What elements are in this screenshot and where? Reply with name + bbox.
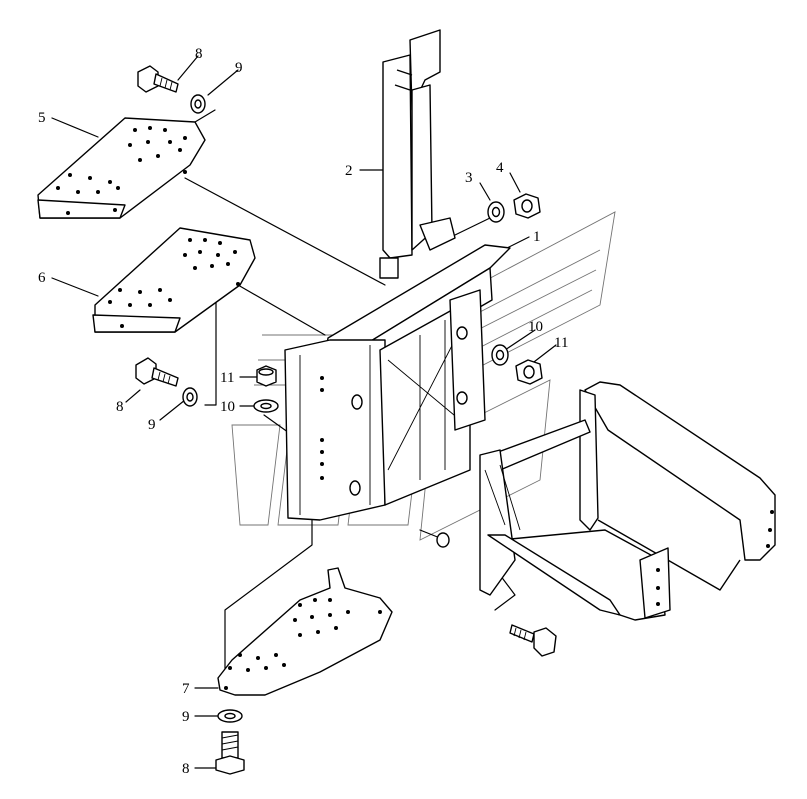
callout-10-right: 10 xyxy=(528,319,543,335)
main-frame xyxy=(284,217,511,521)
callout-10-left: 10 xyxy=(220,399,235,415)
washer-part-3 xyxy=(487,201,505,223)
guard-rail-frame xyxy=(436,381,776,621)
step-plate-lower xyxy=(217,567,393,696)
callout-8-lower: 8 xyxy=(182,761,190,777)
washer-left xyxy=(253,399,279,413)
callout-9-middle: 9 xyxy=(148,417,156,433)
bolt-upper xyxy=(137,65,179,93)
washer-right xyxy=(491,344,509,366)
callout-1: 1 xyxy=(533,229,541,245)
callout-labels: 1 2 3 4 5 6 7 8 8 8 9 9 9 10 10 11 11 xyxy=(38,46,568,777)
callout-5: 5 xyxy=(38,110,46,126)
callout-6: 6 xyxy=(38,270,46,286)
washer-middle xyxy=(182,387,198,407)
callout-11-right: 11 xyxy=(554,335,568,351)
step-plate-upper xyxy=(37,117,206,219)
nut-part-4 xyxy=(513,193,541,219)
washer-upper xyxy=(190,94,206,114)
nut-right xyxy=(515,359,543,385)
callout-4: 4 xyxy=(496,160,504,176)
bolt-right xyxy=(509,624,557,657)
washer-lower xyxy=(217,709,243,723)
callout-8-middle: 8 xyxy=(116,399,124,415)
callout-7: 7 xyxy=(182,681,190,697)
callout-9-lower: 9 xyxy=(182,709,190,725)
callout-8-upper: 8 xyxy=(195,46,203,62)
callout-11-left: 11 xyxy=(220,370,234,386)
callout-2: 2 xyxy=(345,163,353,179)
nut-left xyxy=(256,365,277,387)
callout-9-upper: 9 xyxy=(235,60,243,76)
vertical-support-bracket xyxy=(379,29,441,279)
callout-3: 3 xyxy=(465,170,473,186)
step-plate-middle xyxy=(92,227,256,333)
bolt-lower xyxy=(215,731,245,775)
bolt-middle xyxy=(135,357,179,387)
